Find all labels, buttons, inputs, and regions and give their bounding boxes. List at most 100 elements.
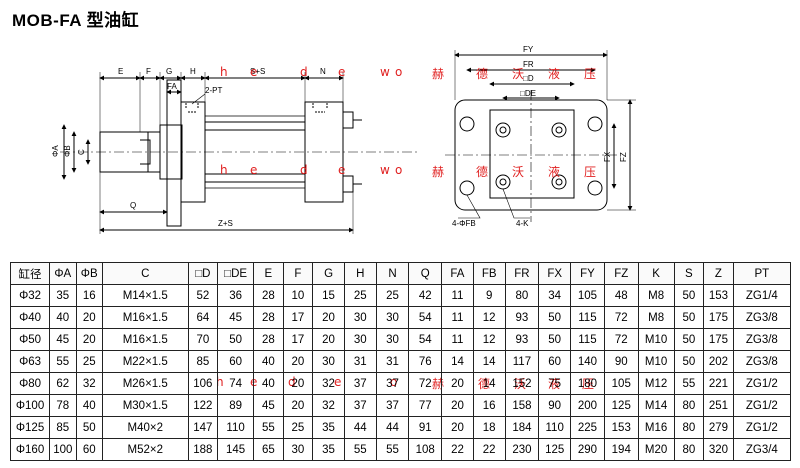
table-cell: 60 [217, 350, 255, 373]
table-cell: 55 [673, 372, 705, 395]
table-cell: 145 [217, 438, 255, 461]
dim-e: E [118, 67, 123, 76]
column-header: N [375, 262, 410, 285]
table-cell: 50 [538, 328, 572, 351]
table-cell: 175 [703, 328, 734, 351]
table-cell: 279 [703, 416, 734, 439]
table-cell: 153 [603, 416, 639, 439]
table-cell: 12 [472, 306, 506, 329]
table-cell: 221 [703, 372, 734, 395]
dim-fx: FX [603, 151, 612, 162]
table-cell: 125 [603, 394, 639, 417]
table-cell: M8 [637, 306, 675, 329]
mount-hole-bl [459, 180, 475, 196]
table-cell: 140 [570, 350, 605, 373]
dim-phi-a: ΦA [51, 145, 60, 157]
table-cell: 50 [538, 306, 572, 329]
table-cell: M8 [637, 284, 675, 307]
table-cell: 20 [75, 328, 103, 351]
dim-fy: FY [523, 45, 534, 54]
table-cell: 93 [504, 328, 540, 351]
cylinder-square [489, 109, 575, 199]
column-header: FY [570, 262, 605, 285]
table-cell: 16 [75, 284, 103, 307]
table-cell: 11 [441, 306, 474, 329]
column-header: FA [441, 262, 474, 285]
table-cell: 25 [75, 350, 103, 373]
table-cell: 35 [312, 416, 345, 439]
table-cell: 17 [282, 328, 314, 351]
table-cell: 202 [703, 350, 734, 373]
table-cell: 76 [408, 350, 443, 373]
table-cell: 158 [504, 394, 540, 417]
dim-4-phi-fb: 4-ΦFB [452, 219, 476, 228]
table-cell: 50 [673, 284, 705, 307]
mount-hole-tr [587, 116, 603, 132]
table-cell: 16 [472, 394, 506, 417]
table-cell: 60 [538, 350, 572, 373]
column-header: ΦB [75, 262, 103, 285]
table-cell: 40 [49, 306, 77, 329]
table-cell: 55 [49, 350, 77, 373]
dim-fz: FZ [619, 152, 628, 162]
column-header: H [343, 262, 377, 285]
table-cell: 230 [504, 438, 540, 461]
front-flange [166, 79, 182, 227]
rear-head [304, 101, 344, 203]
table-cell: 40 [253, 372, 284, 395]
table-cell: ZG3/4 [732, 438, 792, 461]
table-cell: 45 [217, 306, 255, 329]
table-cell: ZG1/2 [732, 372, 792, 395]
table-cell: M16 [637, 416, 675, 439]
table-cell: 115 [570, 328, 605, 351]
tie-rod-nut-bottom [342, 175, 354, 193]
table-cell: 105 [570, 284, 605, 307]
table-cell: 20 [312, 306, 345, 329]
table-cell: 30 [312, 350, 345, 373]
table-cell: Φ160 [9, 438, 51, 461]
table-cell: 50 [217, 328, 255, 351]
table-cell: 28 [253, 284, 284, 307]
table-cell: 32 [312, 394, 345, 417]
table-cell: 117 [504, 350, 540, 373]
table-cell: Φ40 [9, 306, 51, 329]
column-header: □DE [217, 262, 255, 285]
column-header: S [673, 262, 705, 285]
table-cell: ZG1/2 [732, 394, 792, 417]
table-cell: M20 [637, 438, 675, 461]
table-cell: 50 [673, 306, 705, 329]
table-cell: M30×1.5 [101, 394, 189, 417]
table-cell: 20 [312, 328, 345, 351]
table-cell: 122 [187, 394, 219, 417]
table-cell: 100 [49, 438, 77, 461]
table-cell: 91 [408, 416, 443, 439]
table-cell: 48 [603, 284, 639, 307]
table-cell: Φ100 [9, 394, 51, 417]
rod-thread [140, 132, 151, 172]
table-cell: M10 [637, 328, 675, 351]
tie-rod-nut-top [342, 111, 354, 129]
table-cell: 17 [282, 306, 314, 329]
table-cell: 90 [538, 394, 572, 417]
table-cell: 194 [603, 438, 639, 461]
table-cell: 74 [217, 372, 255, 395]
table-cell: 37 [375, 394, 410, 417]
column-header: FR [504, 262, 540, 285]
table-cell: 25 [282, 416, 314, 439]
page-title: MOB-FA 型油缸 [12, 11, 140, 30]
table-cell: 20 [282, 394, 314, 417]
table-cell: 200 [570, 394, 605, 417]
table-cell: 35 [312, 438, 345, 461]
dim-c: C [77, 149, 86, 155]
dim-d: □D [523, 74, 534, 83]
table-cell: M16×1.5 [101, 306, 189, 329]
table-cell: 37 [343, 394, 377, 417]
table-cell: 32 [75, 372, 103, 395]
